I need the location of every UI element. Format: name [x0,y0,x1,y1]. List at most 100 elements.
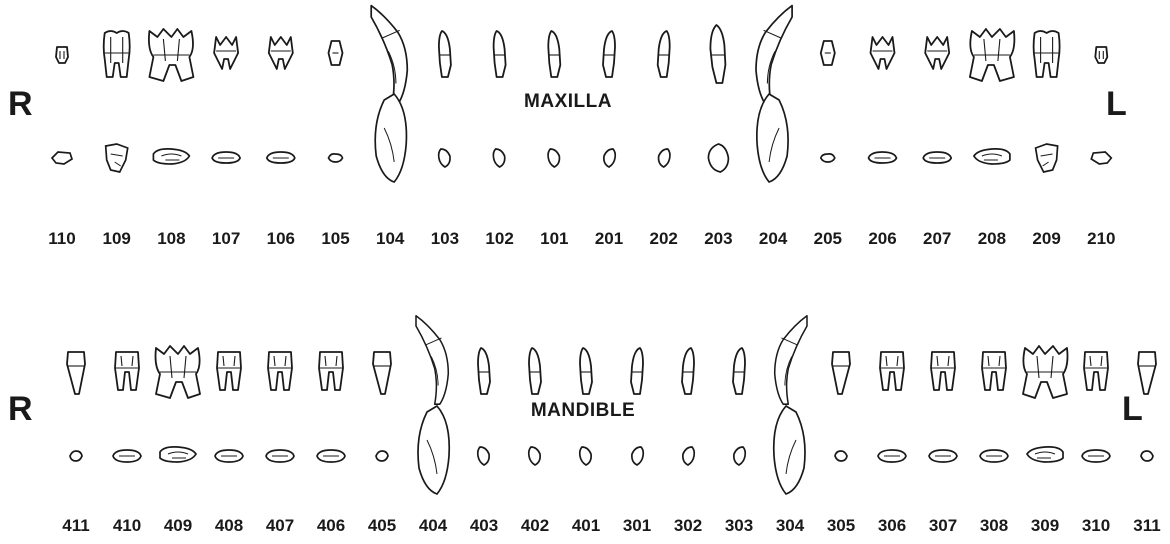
tooth-302-lateral [682,348,694,394]
tooth-106-lateral [269,37,293,69]
tooth-309-occlusal [1027,447,1063,462]
maxilla-right-label: R [8,85,33,123]
tooth-number-102: 102 [485,229,513,248]
tooth-303-lateral [733,348,745,394]
tooth-number-310: 310 [1082,516,1110,535]
tooth-number-404: 404 [419,516,448,535]
tooth-104-lateral [371,6,407,105]
tooth-106-occlusal [267,152,295,163]
tooth-301-lateral [631,348,643,394]
maxilla-title: MAXILLA [524,91,612,112]
tooth-307-occlusal [929,450,957,462]
tooth-304-occlusal [774,406,805,494]
tooth-number-402: 402 [521,516,549,535]
tooth-number-401: 401 [572,516,600,535]
mandible-right-label: R [8,390,33,428]
tooth-402-occlusal [529,447,540,465]
tooth-308-occlusal [980,450,1008,462]
tooth-number-206: 206 [868,229,896,248]
tooth-311-lateral [1138,352,1156,394]
tooth-105-occlusal [329,154,343,162]
tooth-404-lateral [416,316,448,404]
tooth-308-lateral [982,352,1006,390]
tooth-number-407: 407 [266,516,294,535]
tooth-406-lateral [319,352,343,390]
tooth-411-occlusal [70,451,82,461]
tooth-number-207: 207 [923,229,951,248]
tooth-number-105: 105 [321,229,349,248]
tooth-number-208: 208 [978,229,1006,248]
tooth-404-occlusal [418,406,449,494]
tooth-207-lateral [925,37,949,69]
tooth-number-411: 411 [62,516,89,535]
tooth-411-lateral [67,352,85,394]
tooth-210-lateral [1095,47,1107,63]
tooth-108-lateral [149,29,194,81]
tooth-210-occlusal [1091,152,1111,164]
tooth-305-occlusal [835,451,847,461]
tooth-number-305: 305 [827,516,855,535]
tooth-310-lateral [1084,352,1108,390]
tooth-number-406: 406 [317,516,345,535]
tooth-number-410: 410 [113,516,141,535]
tooth-110-lateral [56,47,68,63]
tooth-208-occlusal [974,149,1010,164]
tooth-number-302: 302 [674,516,702,535]
tooth-number-308: 308 [980,516,1008,535]
tooth-407-lateral [268,352,292,390]
tooth-202-occlusal [659,149,670,167]
tooth-109-occlusal [106,144,128,172]
tooth-304-lateral [775,316,807,404]
tooth-108-occlusal [153,149,189,164]
tooth-102-occlusal [493,149,504,167]
tooth-204-lateral [756,6,792,105]
tooth-306-occlusal [878,450,906,462]
tooth-408-occlusal [215,450,243,462]
tooth-109-lateral [104,31,130,77]
tooth-number-405: 405 [368,516,396,535]
tooth-107-occlusal [212,152,240,163]
tooth-number-201: 201 [595,229,623,248]
tooth-307-lateral [931,352,955,390]
tooth-203-lateral [710,25,725,83]
tooth-201-lateral [603,31,615,77]
tooth-401-lateral [580,348,592,394]
tooth-408-lateral [217,352,241,390]
tooth-number-101: 101 [540,229,568,248]
tooth-204-occlusal [757,94,788,182]
maxilla-left-label: L [1106,85,1127,123]
tooth-305-lateral [832,352,850,394]
tooth-number-202: 202 [650,229,678,248]
tooth-206-lateral [871,37,895,69]
tooth-101-occlusal [548,149,559,167]
tooth-207-occlusal [923,152,951,163]
tooth-410-lateral [115,352,139,390]
tooth-205-lateral [821,41,835,65]
tooth-107-lateral [214,37,238,69]
tooth-402-lateral [529,348,541,394]
tooth-104-occlusal [375,94,406,182]
tooth-number-306: 306 [878,516,906,535]
tooth-number-301: 301 [623,516,651,535]
tooth-number-409: 409 [164,516,192,535]
tooth-number-307: 307 [929,516,957,535]
tooth-number-309: 309 [1031,516,1059,535]
tooth-208-lateral [970,29,1015,81]
tooth-303-occlusal [734,447,745,465]
tooth-number-304: 304 [776,516,805,535]
tooth-number-108: 108 [157,229,185,248]
tooth-number-205: 205 [814,229,842,248]
tooth-number-209: 209 [1032,229,1060,248]
mandible-left-label: L [1122,390,1143,428]
tooth-405-occlusal [376,451,388,461]
tooth-205-occlusal [821,154,835,162]
tooth-number-403: 403 [470,516,498,535]
tooth-201-occlusal [604,149,615,167]
tooth-403-lateral [478,348,490,394]
teeth-layer: 1101091081071061051041031021012012022032… [48,6,1160,535]
tooth-310-occlusal [1082,450,1110,462]
tooth-309-lateral [1023,346,1068,398]
tooth-number-210: 210 [1087,229,1115,248]
mandible-title: MANDIBLE [531,400,635,421]
